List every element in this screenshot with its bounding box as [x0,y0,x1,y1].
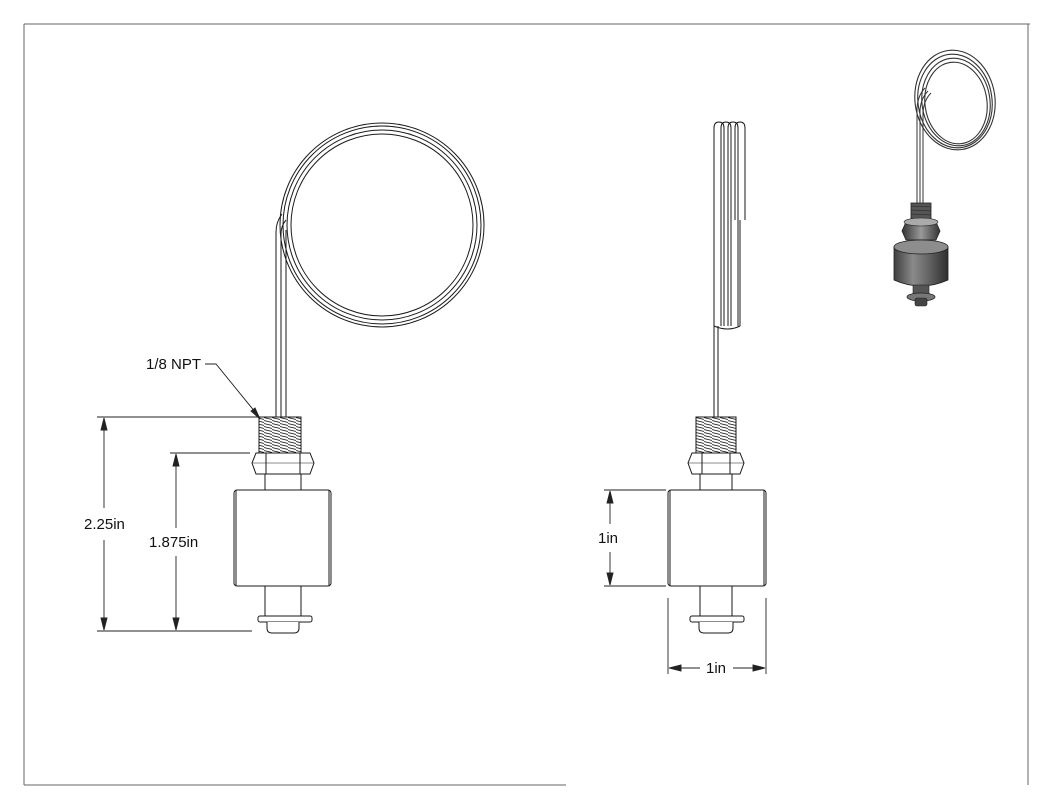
front-cable-stem [275,213,287,417]
side-bottom-stem [699,585,733,617]
side-float [667,489,767,587]
drawing-frame [23,23,1030,786]
front-tip [266,622,300,634]
iso-float [893,239,949,287]
iso-cable-stem [916,87,932,205]
npt-label: 1/8 NPT [146,356,201,373]
front-neck [264,473,302,491]
float-height-label: 1in [598,530,618,547]
side-dimensions [604,489,767,674]
side-npt-thread [695,416,737,454]
isometric-render [893,49,996,307]
float-to-bottom-label: 1.875in [149,534,198,551]
front-cable-coil [279,122,485,328]
side-tip [698,622,734,634]
front-dimensions [97,363,261,632]
front-view [233,122,485,634]
side-view [667,121,767,634]
side-hex-nut [687,452,745,475]
front-bottom-stem [264,585,302,617]
side-cable-coil [713,121,746,330]
float-width-label: 1in [706,660,726,677]
side-neck [699,473,733,491]
front-hex-nut [251,452,315,475]
front-float [233,489,332,587]
iso-cable-coil [914,49,996,151]
overall-height-label: 2.25in [84,516,125,533]
front-collar [257,615,313,623]
front-npt-thread [258,416,302,454]
side-collar [689,615,745,623]
